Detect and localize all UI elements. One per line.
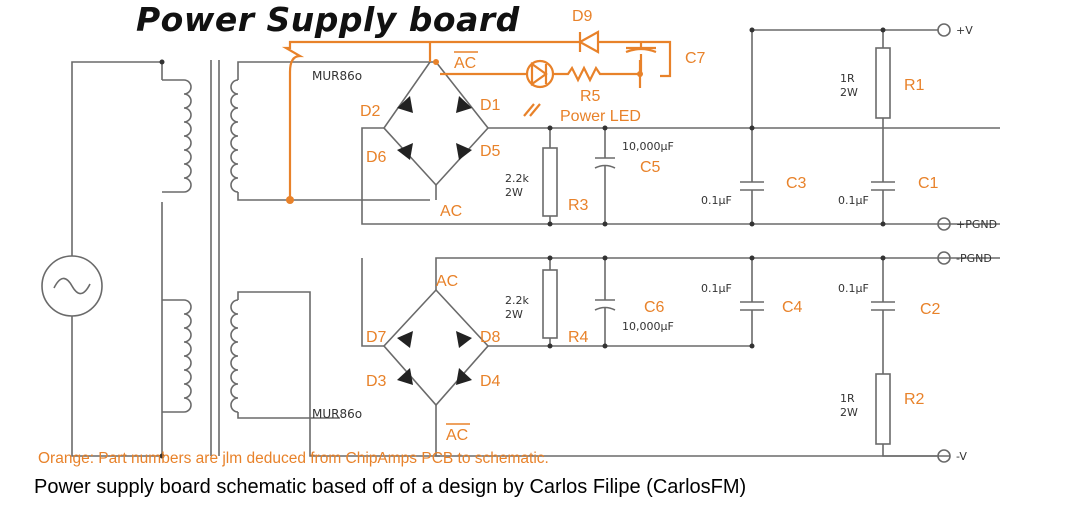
c3-value: 0.1µF (701, 194, 732, 207)
top-filter (542, 27, 938, 227)
r4-value-2: 2W (505, 308, 523, 321)
c1-value: 0.1µF (838, 194, 869, 207)
label-ac-bottom: AC (436, 273, 458, 290)
terminal-neg-gnd: -PGND (956, 252, 992, 265)
terminal-pos-v: +V (956, 24, 973, 37)
r3-value-1: 2.2k (505, 172, 529, 185)
label-d3: D3 (366, 373, 387, 390)
terminal-neg-v: -V (956, 450, 967, 463)
orange-note: Orange: Part numbers are jlm deduced fro… (38, 450, 549, 467)
label-d4: D4 (480, 373, 501, 390)
label-r1: R1 (904, 77, 925, 94)
bottom-filter (542, 255, 938, 457)
label-d6: D6 (366, 149, 387, 166)
label-r5: R5 (580, 88, 601, 105)
page-title: Power Supply board (136, 0, 520, 39)
bridge-rectifier-bottom: MUR86o (312, 257, 1000, 457)
transformer-core (210, 60, 220, 456)
transformer-secondary (230, 61, 440, 457)
component-values: 2.2k 2W 2.2k 2W 10,000µF 10,000µF 0.1µF … (505, 72, 869, 419)
terminals: +V +PGND -PGND -V (937, 23, 997, 463)
bridge-bottom-part-label: MUR86o (312, 407, 362, 421)
label-ac-bar-top: AC (454, 55, 476, 72)
c6-value: 10,000µF (622, 320, 674, 333)
label-d7: D7 (366, 329, 387, 346)
label-d1: D1 (480, 97, 501, 114)
r2-value-1: 1R (840, 392, 855, 405)
label-ac-top: AC (440, 203, 462, 220)
r2-value-2: 2W (840, 406, 858, 419)
label-c5: C5 (640, 159, 661, 176)
label-ac-bar-bottom: AC (446, 427, 468, 444)
label-c1: C1 (918, 175, 939, 192)
label-r2: R2 (904, 391, 925, 408)
transformer-primary (159, 59, 192, 459)
label-c3: C3 (786, 175, 807, 192)
label-r4: R4 (568, 329, 589, 346)
label-c7: C7 (685, 50, 706, 67)
r1-value-1: 1R (840, 72, 855, 85)
label-c6: C6 (644, 299, 665, 316)
r4-value-1: 2.2k (505, 294, 529, 307)
bridge-top-part-label: MUR86o (312, 69, 362, 83)
label-d8: D8 (480, 329, 501, 346)
label-r3: R3 (568, 197, 589, 214)
r3-value-2: 2W (505, 186, 523, 199)
ac-source-icon (41, 61, 162, 457)
label-power-led: Power LED (560, 108, 641, 125)
label-d9: D9 (572, 8, 593, 25)
label-c4: C4 (782, 299, 803, 316)
label-c2: C2 (920, 301, 941, 318)
figure-caption: Power supply board schematic based off o… (34, 476, 747, 498)
orange-labels: D9 C7 AC R5 Power LED D2 D1 D6 D5 AC C5 … (360, 8, 941, 444)
orange-led-circuit (281, 30, 672, 204)
c5-value: 10,000µF (622, 140, 674, 153)
c4-value: 0.1µF (701, 282, 732, 295)
label-d5: D5 (480, 143, 501, 160)
terminal-pos-gnd: +PGND (956, 218, 997, 231)
bridge-rectifier-top: MUR86o (312, 61, 1000, 225)
c2-value: 0.1µF (838, 282, 869, 295)
label-d2: D2 (360, 103, 381, 120)
r1-value-2: 2W (840, 86, 858, 99)
